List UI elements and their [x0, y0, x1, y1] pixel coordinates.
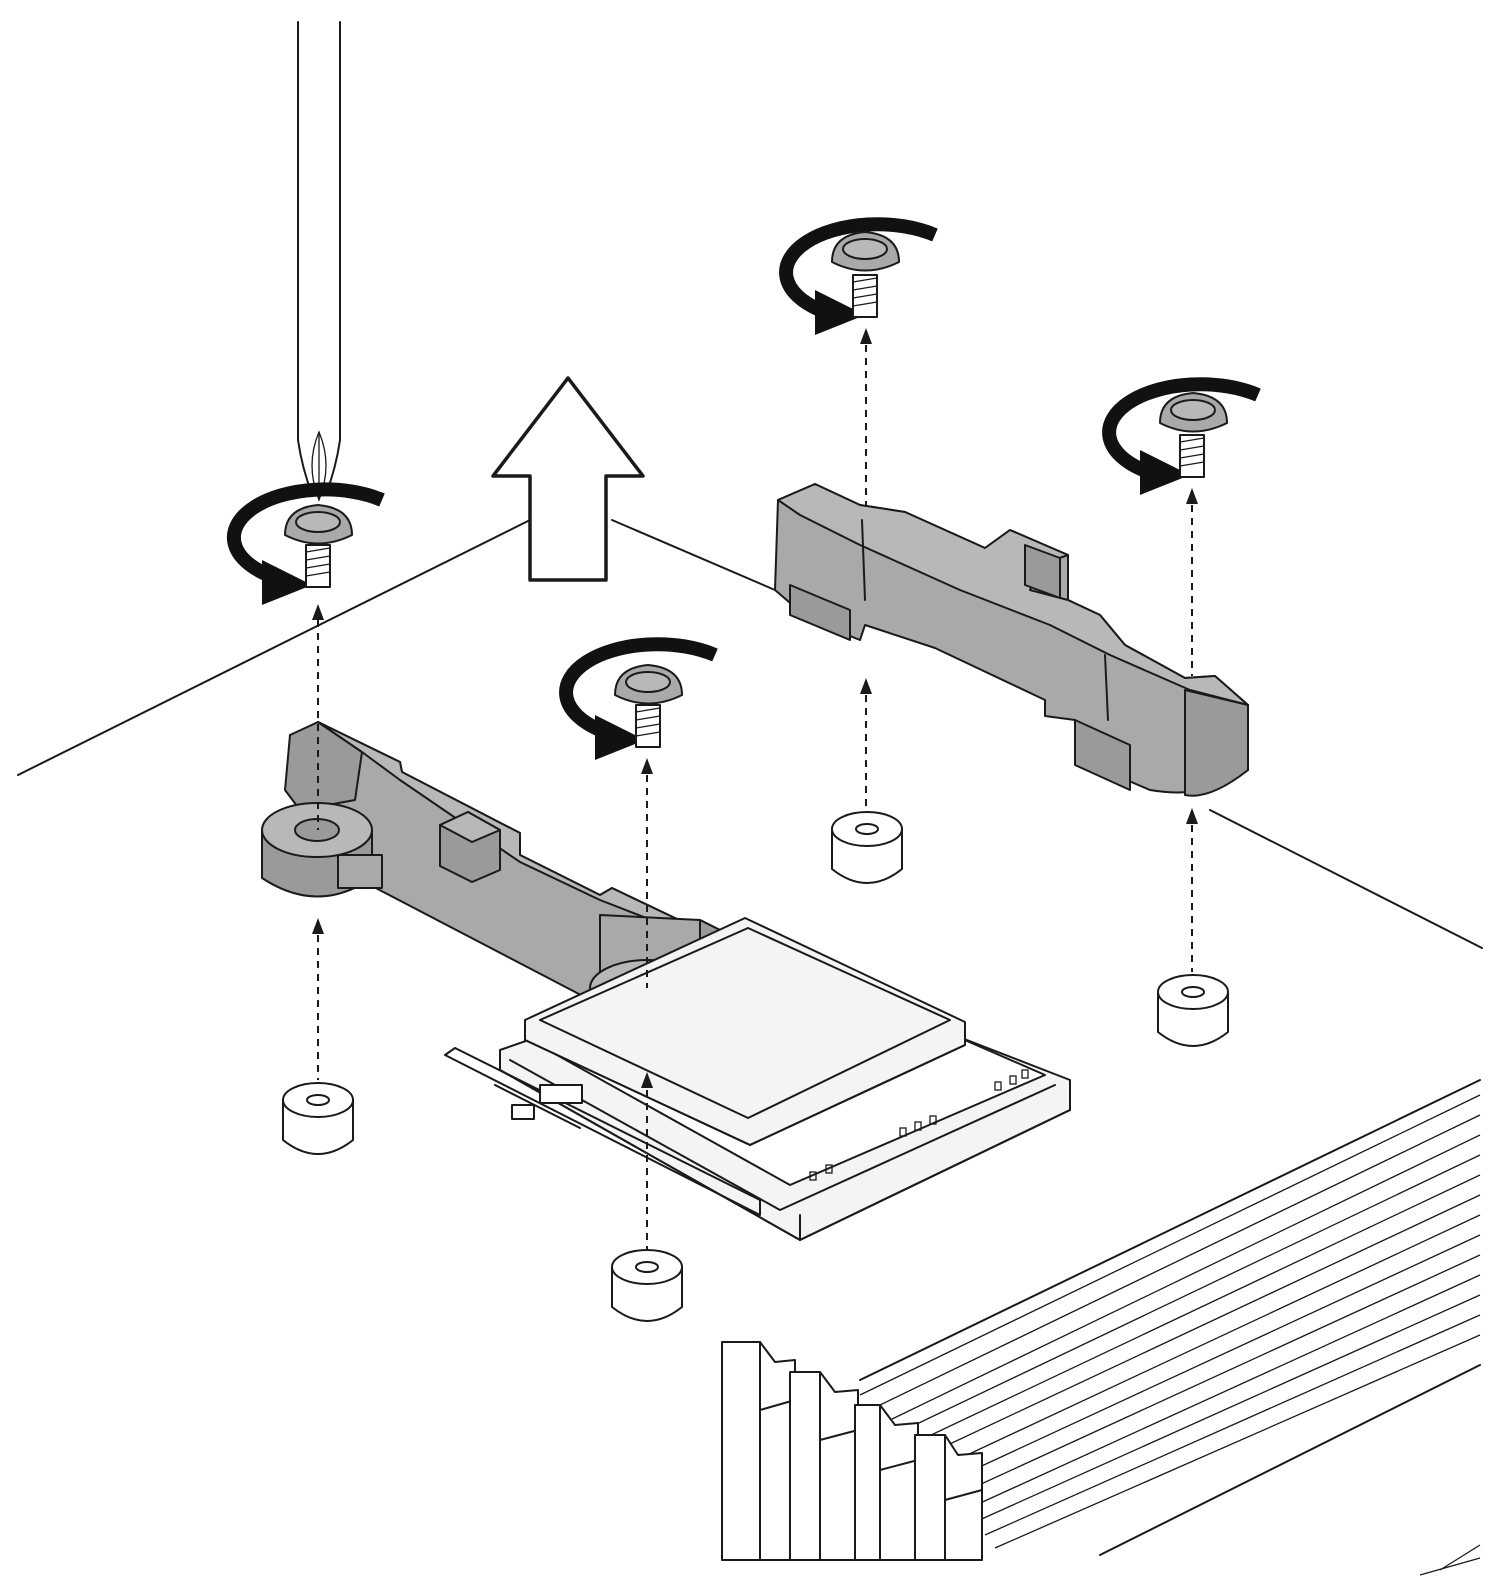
standoff-3 [831, 811, 903, 884]
standoff-2 [611, 1249, 683, 1322]
screw-icon-2 [559, 637, 718, 760]
standoff-icon [282, 811, 1229, 1322]
dimm-latch-1 [721, 1341, 796, 1561]
screw-icon-3 [779, 217, 938, 335]
board-edge-lines [17, 519, 1483, 949]
lift-arrow-icon [491, 376, 645, 582]
rotate-counterclockwise-icon [226, 482, 385, 582]
cpu-socket [444, 917, 1071, 1241]
heatsink-bracket-right [774, 483, 1249, 797]
memory-slots [721, 1079, 1481, 1576]
dimm-latch-2 [789, 1371, 859, 1561]
screwdriver-icon [297, 21, 341, 502]
rotate-counterclockwise-icon [559, 637, 718, 737]
standoff-4 [1157, 974, 1229, 1047]
dimm-latch-4 [914, 1434, 983, 1561]
rotate-counterclockwise-icon [1102, 377, 1261, 477]
screw-icon-1 [226, 482, 385, 605]
standoff-1 [282, 1082, 354, 1155]
guide-arrows [312, 328, 1198, 1250]
screw-icon-4 [1102, 377, 1261, 495]
dimm-latch-3 [854, 1404, 919, 1561]
socket-pins [809, 1069, 1029, 1181]
rotate-counterclockwise-icon [779, 217, 938, 317]
